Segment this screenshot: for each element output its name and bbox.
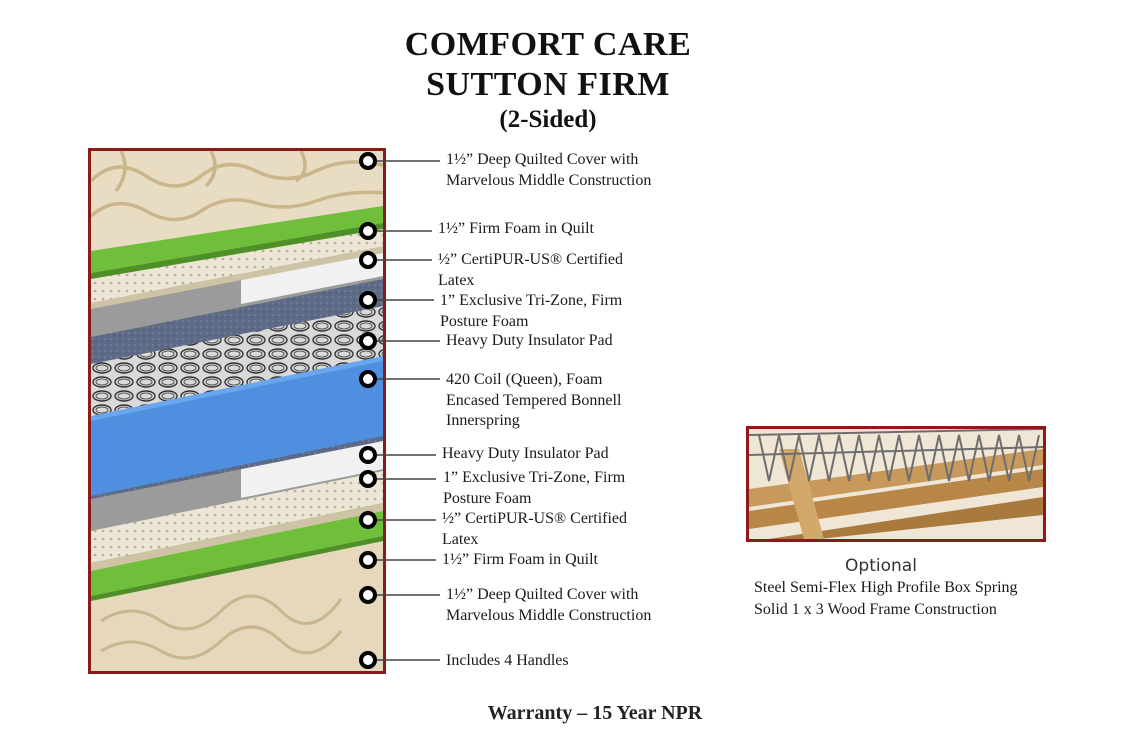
layer-label-6-line2: Encased Tempered Bonnell — [446, 391, 622, 409]
layer-label-11-line2: Marvelous Middle Construction — [446, 606, 652, 624]
layer-label-9-line1: ½” CertiPUR-US® Certified — [442, 510, 628, 527]
product-title-line2: SUTTON FIRM — [426, 66, 670, 103]
layer-label-7: Heavy Duty Insulator Pad — [442, 444, 609, 465]
layer-label-8-line1: 1” Exclusive Tri-Zone, Firm — [443, 469, 626, 486]
optional-line-2: Solid 1 x 3 Wood Frame Construction — [754, 601, 997, 618]
layer-label-4: 1” Exclusive Tri-Zone, Firm Posture Foam — [440, 291, 622, 332]
layer-label-1-line2: Marvelous Middle Construction — [446, 171, 652, 189]
layer-label-8-line2: Posture Foam — [443, 489, 532, 507]
layer-label-4-line2: Posture Foam — [440, 312, 529, 330]
layer-label-9-line2: Latex — [442, 530, 479, 548]
layer-label-6-line3: Innerspring — [446, 412, 520, 429]
layer-label-2: 1½” Firm Foam in Quilt — [438, 219, 594, 240]
layer-label-3: ½” CertiPUR-US® Certified Latex — [438, 250, 623, 291]
layer-label-3-line1: ½” CertiPUR-US® Certified — [438, 251, 624, 268]
layer-label-9: ½” CertiPUR-US® Certified Latex — [442, 509, 627, 550]
layer-label-5-line1: Heavy Duty Insulator Pad — [446, 332, 613, 349]
product-title-line1: COMFORT CARE — [404, 26, 692, 63]
warranty-text: Warranty – 15 Year NPR — [487, 702, 703, 724]
layer-label-12-line1: Includes 4 Handles — [446, 652, 569, 669]
optional-heading: Optional — [845, 556, 917, 576]
layer-label-11: 1½” Deep Quilted Cover with Marvelous Mi… — [446, 585, 651, 626]
layer-label-10: 1½” Firm Foam in Quilt — [442, 550, 598, 571]
layer-label-12: Includes 4 Handles — [446, 651, 569, 672]
layer-label-1-line1: 1½” Deep Quilted Cover with — [446, 151, 639, 168]
layer-label-3-line2: Latex — [438, 271, 475, 289]
box-spring-illustration — [746, 426, 1046, 542]
box-spring-svg — [749, 429, 1043, 539]
layer-label-2-line1: 1½” Firm Foam in Quilt — [438, 220, 594, 237]
mattress-layers-svg — [91, 151, 383, 671]
mattress-layers-illustration — [88, 148, 386, 674]
layer-label-11-line1: 1½” Deep Quilted Cover with — [446, 586, 639, 603]
layer-label-8: 1” Exclusive Tri-Zone, Firm Posture Foam — [443, 468, 625, 509]
layer-label-10-line1: 1½” Firm Foam in Quilt — [442, 551, 598, 568]
layer-label-7-line1: Heavy Duty Insulator Pad — [442, 445, 609, 462]
layer-label-4-line1: 1” Exclusive Tri-Zone, Firm — [440, 292, 623, 309]
layer-label-5: Heavy Duty Insulator Pad — [446, 331, 613, 352]
layer-label-6-line1: 420 Coil (Queen), Foam — [446, 371, 603, 388]
product-subtitle: (2-Sided) — [499, 106, 597, 133]
optional-line-1: Steel Semi-Flex High Profile Box Spring — [754, 579, 1018, 596]
layer-label-6: 420 Coil (Queen), Foam Encased Tempered … — [446, 370, 621, 432]
layer-label-1: 1½” Deep Quilted Cover with Marvelous Mi… — [446, 150, 651, 191]
